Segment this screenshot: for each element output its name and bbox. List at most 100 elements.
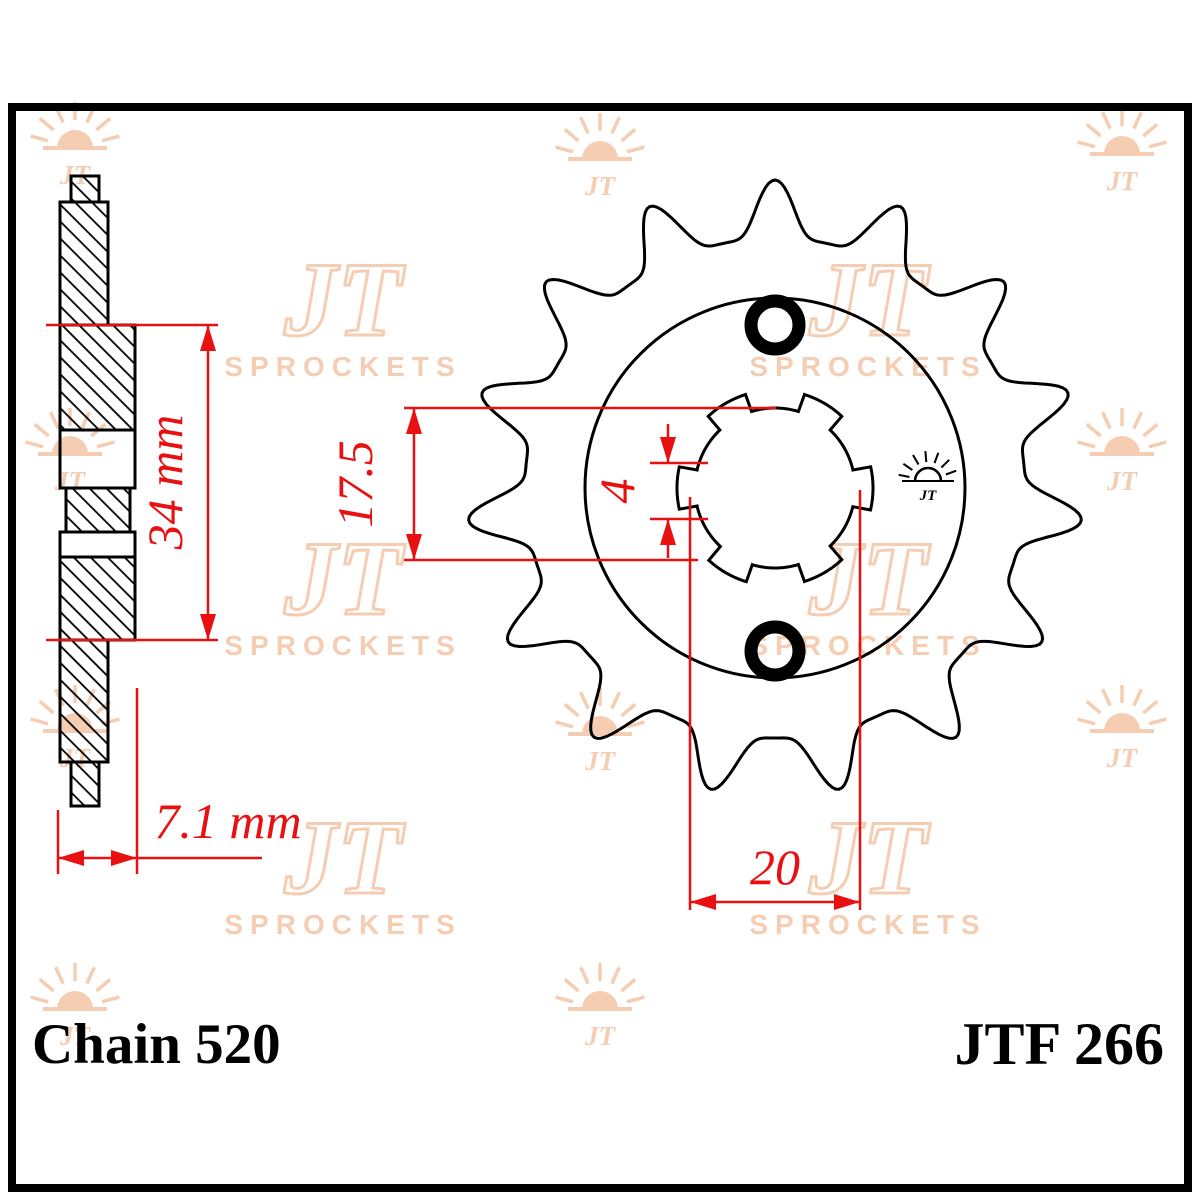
stamp-sun-ray-icon [898,473,910,478]
jt-sun-brand-text: JT [584,746,617,776]
sun-ray-icon [85,966,96,985]
side-view-hatched-section [69,760,101,808]
sun-ray-icon [626,995,645,1004]
side-view-hatched-section [58,200,110,327]
side-view-hatched-section [69,174,101,204]
jt-logo-brand-text: JT [283,799,406,916]
sun-half-disc-icon [57,130,93,148]
jt-logo-brand-text: JT [808,241,931,358]
sun-ray-icon [563,703,580,718]
sun-ray-icon [555,995,574,1004]
sun-ray-icon [1077,140,1096,149]
stamp-sun-ray-icon [945,469,957,476]
jt-sun-brand-text: JT [1106,466,1139,496]
jt-sun-brand-text: JT [1106,743,1139,773]
stamp-sun-ray-icon [912,454,920,466]
side-view-hatched-section [64,486,132,534]
sun-ray-icon [1101,111,1112,130]
jt-sun-watermark: JT [555,113,645,201]
stamp-sun-ray-icon [924,451,928,463]
sun-ray-icon [1085,700,1102,715]
jt-sun-watermark: JT [1077,408,1167,496]
sun-ray-icon [95,978,112,993]
side-view-hatched-section [58,638,110,764]
jt-logo-sub-text: SPROCKETS [749,909,986,940]
sun-ray-icon [1148,717,1167,726]
part-number-label: JTF 266 [954,1011,1164,1077]
dimension-arrow [660,519,676,545]
dimension-arrow [690,894,716,910]
dimension-label: 34 mm [137,415,193,551]
jt-logo-sub-text: SPROCKETS [224,909,461,940]
sun-ray-icon [610,691,621,710]
sun-half-disc-icon [1104,436,1140,454]
sun-ray-icon [25,440,44,449]
stamp-sun-ray-icon [940,459,950,469]
stamp-sun-ray-icon [933,452,940,464]
sun-ray-icon [1148,140,1167,149]
jt-logo-brand-text: JT [283,520,406,637]
sun-ray-icon [96,440,115,449]
sun-ray-icon [38,978,55,993]
dimension-label: 4 [589,479,645,504]
sun-ray-icon [38,700,55,715]
dimension-arrow [406,534,422,560]
sun-ray-icon [610,116,621,135]
jt-sun-watermark: JT [555,963,645,1051]
sun-ray-icon [555,145,574,154]
sun-ray-icon [1148,440,1167,449]
side-view [58,174,137,808]
stamp-sun-ray-icon [902,462,913,471]
sun-ray-icon [1077,440,1096,449]
bolt-hole-top [744,294,806,356]
bolt-hole-bottom [744,620,806,682]
side-view-hatched-section [58,555,137,642]
sun-ray-icon [555,720,574,729]
sun-ray-icon [1142,123,1159,138]
dimension-arrow [200,614,216,640]
sun-ray-icon [579,116,590,135]
dimension-arrow [111,850,137,866]
dimension-arrow [660,437,676,463]
sun-half-disc-icon [57,991,93,1009]
sun-ray-icon [101,995,120,1004]
sun-ray-icon [1077,717,1096,726]
jt-sun-brand-text: JT [584,171,617,201]
gear-teeth-outline [467,178,1083,791]
sun-ray-icon [95,117,112,132]
jt-logo-sub-text: SPROCKETS [749,351,986,382]
jt-logo-sub-text: SPROCKETS [224,630,461,661]
sun-ray-icon [1101,688,1112,707]
sun-ray-icon [1132,688,1143,707]
jt-logo-sub-text: SPROCKETS [224,351,461,382]
dimension-label: 7.1 mm [154,793,301,849]
sun-ray-icon [54,966,65,985]
jt-sun-brand-text: JT [59,1021,92,1051]
sun-ray-icon [30,995,49,1004]
sun-ray-icon [1085,423,1102,438]
dimension-arrow [406,408,422,434]
sun-half-disc-icon [582,991,618,1009]
sun-ray-icon [563,978,580,993]
dimension-label: 20 [750,839,800,895]
sun-ray-icon [579,966,590,985]
sun-ray-icon [49,411,60,430]
sun-half-disc-icon [1104,713,1140,731]
stamp-sun-arc-icon [913,466,943,482]
sun-ray-icon [1101,411,1112,430]
sun-ray-icon [30,134,49,143]
side-view-bore-gap [58,530,137,559]
sun-ray-icon [1142,423,1159,438]
spline-bore-outline [675,392,875,584]
jt-sun-brand-text: JT [584,1021,617,1051]
sun-ray-icon [626,145,645,154]
sun-ray-icon [30,717,49,726]
sun-ray-icon [626,720,645,729]
sun-ray-icon [1142,700,1159,715]
